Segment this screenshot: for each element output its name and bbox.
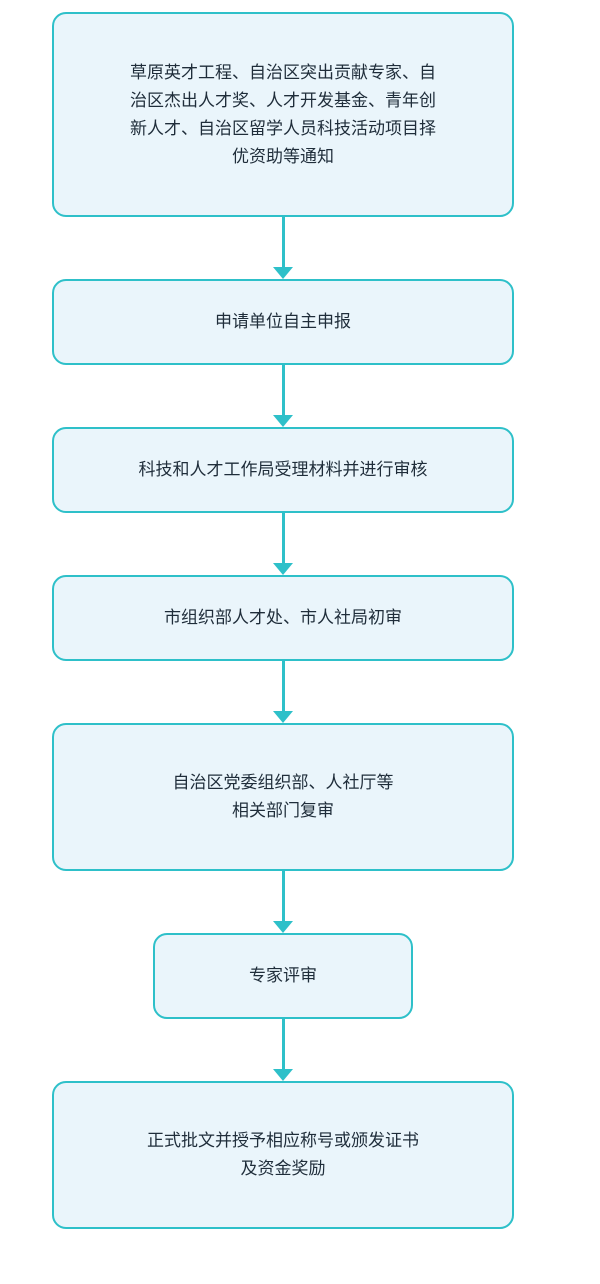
- step-notice-line: 优资助等通知: [232, 146, 334, 167]
- step-notice-line: 草原英才工程、自治区突出贡献专家、自: [130, 62, 436, 83]
- flow-arrow-1: [273, 217, 293, 279]
- step-notice-line: 治区杰出人才奖、人才开发基金、青年创: [130, 90, 436, 111]
- step-accept-box: 科技和人才工作局受理材料并进行审核: [52, 427, 514, 513]
- step-approval-text: 正式批文并授予相应称号或颁发证书 及资金奖励: [147, 1127, 419, 1183]
- flow-arrow-2: [273, 365, 293, 427]
- step-apply-box: 申请单位自主申报: [52, 279, 514, 365]
- step-approval-line: 及资金奖励: [240, 1159, 326, 1179]
- step-initial-review-line: 市组织部人才处、市人社局初审: [164, 608, 402, 628]
- step-expert-review-box: 专家评审: [153, 933, 413, 1019]
- step-notice-line: 新人才、自治区留学人员科技活动项目择: [130, 118, 436, 139]
- flow-arrow-4: [273, 661, 293, 723]
- step-expert-review-text: 专家评审: [249, 962, 317, 990]
- step-accept-text: 科技和人才工作局受理材料并进行审核: [139, 456, 428, 484]
- step-approval-line: 正式批文并授予相应称号或颁发证书: [147, 1131, 419, 1151]
- step-re-review-text: 自治区党委组织部、人社厅等 相关部门复审: [173, 769, 394, 825]
- step-initial-review-text: 市组织部人才处、市人社局初审: [164, 604, 402, 632]
- step-expert-review-line: 专家评审: [249, 966, 317, 986]
- step-re-review-line: 相关部门复审: [232, 801, 334, 821]
- step-notice-text: 草原英才工程、自治区突出贡献专家、自 治区杰出人才奖、人才开发基金、青年创 新人…: [130, 59, 436, 171]
- step-notice-box: 草原英才工程、自治区突出贡献专家、自 治区杰出人才奖、人才开发基金、青年创 新人…: [52, 12, 514, 217]
- step-initial-review-box: 市组织部人才处、市人社局初审: [52, 575, 514, 661]
- step-re-review-box: 自治区党委组织部、人社厅等 相关部门复审: [52, 723, 514, 871]
- step-apply-text: 申请单位自主申报: [215, 308, 351, 336]
- flow-arrow-3: [273, 513, 293, 575]
- step-apply-line: 申请单位自主申报: [215, 312, 351, 332]
- step-re-review-line: 自治区党委组织部、人社厅等: [172, 773, 394, 793]
- step-approval-box: 正式批文并授予相应称号或颁发证书 及资金奖励: [52, 1081, 514, 1229]
- flow-arrow-5: [273, 871, 293, 933]
- step-accept-line: 科技和人才工作局受理材料并进行审核: [138, 460, 428, 480]
- flow-arrow-6: [273, 1019, 293, 1081]
